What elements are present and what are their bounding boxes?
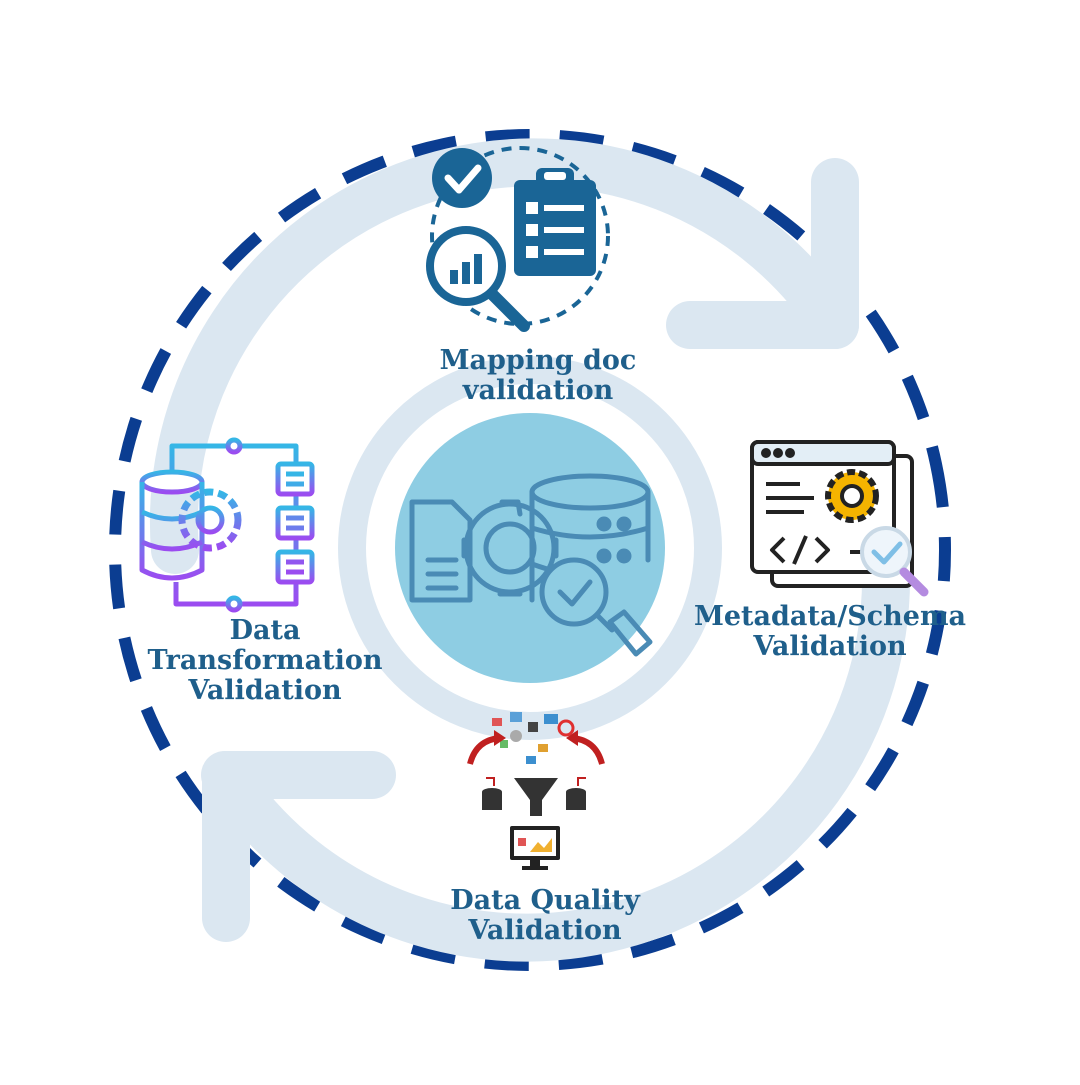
label-quality-line2: Validation [468,915,622,946]
cycle-arrow-bottom-arc [201,526,911,962]
label-mapping-line2: validation [462,375,614,406]
label-data-quality-validation: Data Quality Validation [400,886,690,946]
clipboard-magnifier-check-icon [426,146,610,332]
label-transformation-line1: Data [229,615,301,646]
cycle-arrows [149,138,911,962]
arrowhead-bottom-left [202,751,396,942]
label-mapping-line1: Mapping doc [439,345,637,376]
label-quality-line1: Data Quality [450,885,640,916]
database-flowchart-icon [139,437,315,613]
database-gear-magnifier-icon [409,473,653,657]
label-metadata-line2: Validation [753,631,907,662]
outer-dashed-ring [108,128,951,971]
label-transformation-line2: Transformation [147,645,383,676]
label-data-transformation-validation: Data Transformation Validation [140,616,390,706]
label-metadata-schema-validation: Metadata/Schema Validation [690,602,970,662]
label-mapping-doc-validation: Mapping doc validation [400,346,676,406]
code-window-gear-icon [750,440,929,597]
arrowhead-top-right [666,158,859,349]
label-transformation-line3: Validation [188,675,342,706]
data-funnel-monitor-icon [467,712,605,870]
cycle-arrow-top-arc [149,138,859,574]
label-metadata-line1: Metadata/Schema [693,601,967,632]
